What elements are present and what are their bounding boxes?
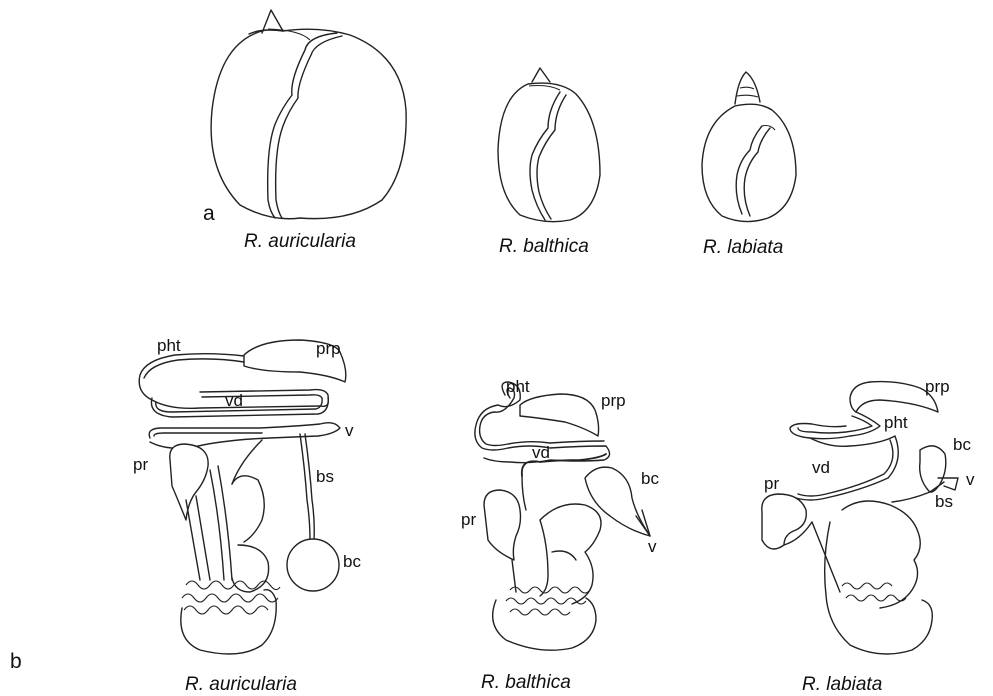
label-bs: bs xyxy=(316,467,334,486)
label-v-2: v xyxy=(648,537,657,556)
anatomy-label-auricularia: R. auricularia xyxy=(185,674,297,695)
anatomy-label-balthica: R. balthica xyxy=(481,672,571,693)
shell-label-labiata: R. labiata xyxy=(703,237,783,258)
shell-label-balthica: R. balthica xyxy=(499,236,589,257)
panel-label-b: b xyxy=(10,650,22,673)
label-bc-3: bc xyxy=(953,435,971,454)
label-pr-2: pr xyxy=(461,510,476,529)
shell-auricularia xyxy=(211,10,406,219)
anatomy-label-labiata: R. labiata xyxy=(802,674,882,695)
label-pr-3: pr xyxy=(764,474,779,493)
shell-labiata xyxy=(702,72,796,222)
label-vd-2: vd xyxy=(532,443,550,462)
anatomy-labiata xyxy=(762,382,958,654)
label-vd-3: vd xyxy=(812,458,830,477)
label-v-3: v xyxy=(966,470,975,489)
label-vd: vd xyxy=(225,391,243,410)
label-prp-3: prp xyxy=(925,377,950,396)
anatomy-balthica xyxy=(475,382,650,650)
shell-balthica xyxy=(498,68,600,222)
shell-label-auricularia: R. auricularia xyxy=(244,231,356,252)
anatomy-auricularia xyxy=(139,340,346,654)
label-prp-2: prp xyxy=(601,391,626,410)
panel-label-a: a xyxy=(203,202,215,225)
label-bs-3: bs xyxy=(935,492,953,511)
label-bc: bc xyxy=(343,552,361,571)
label-v: v xyxy=(345,421,354,440)
label-pht-2: pht xyxy=(506,377,530,396)
label-bc-2: bc xyxy=(641,469,659,488)
label-pr: pr xyxy=(133,455,148,474)
label-pht: pht xyxy=(157,336,181,355)
label-pht-3: pht xyxy=(884,413,908,432)
label-prp: prp xyxy=(316,339,341,358)
